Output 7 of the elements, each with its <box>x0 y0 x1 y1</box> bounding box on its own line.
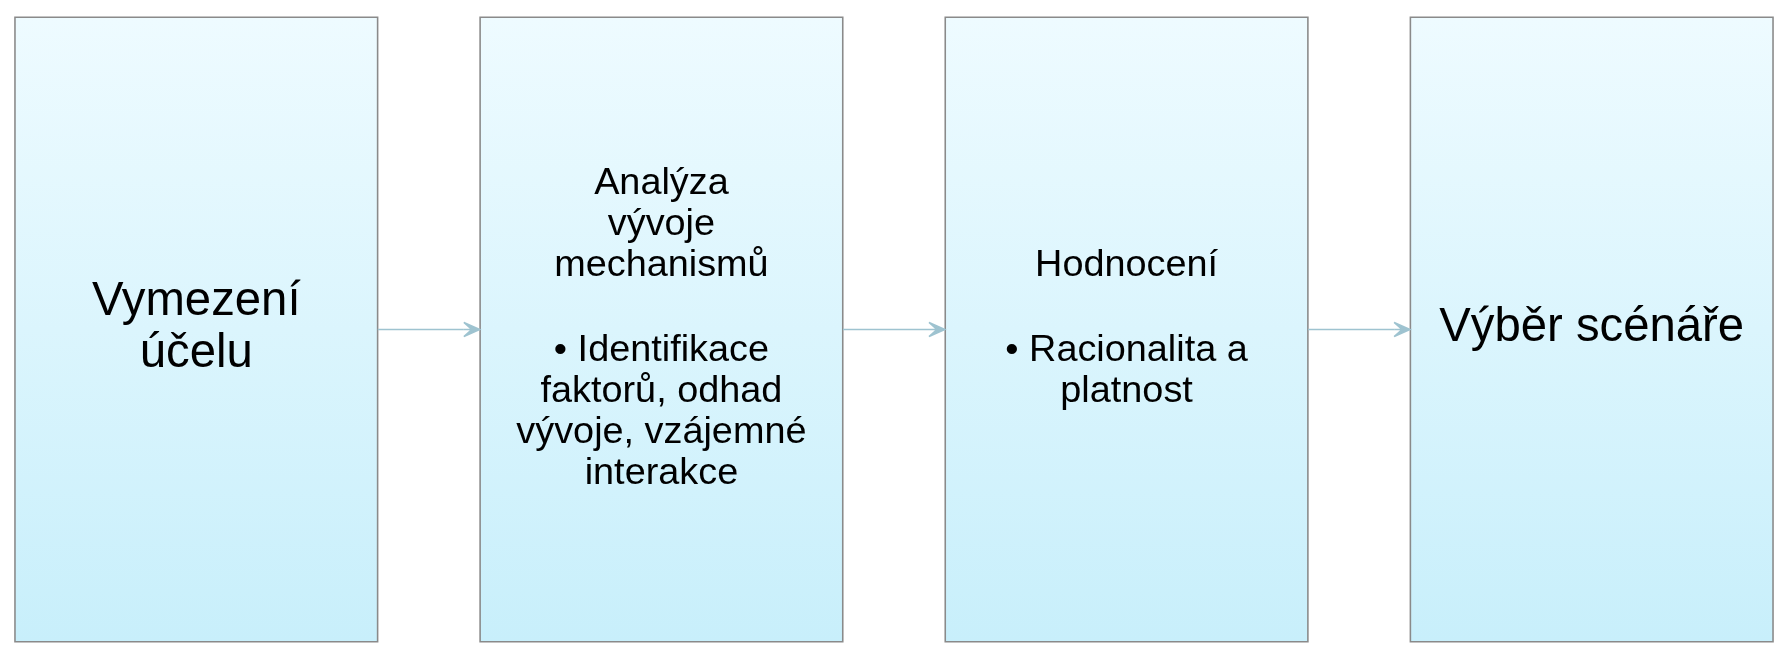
arrow <box>1307 321 1411 338</box>
node-box: Výběr scénáře <box>1409 16 1774 643</box>
node-box: Vymezení účelu <box>14 16 379 643</box>
node-box: Analýza vývoje mechanismů • Identifikace faktorů, odhad vývoje, vzájemné interakce <box>479 16 844 643</box>
arrow <box>377 321 481 338</box>
arrow <box>842 321 946 338</box>
node-box: Hodnocení • Racionalita a platnost <box>944 16 1309 643</box>
